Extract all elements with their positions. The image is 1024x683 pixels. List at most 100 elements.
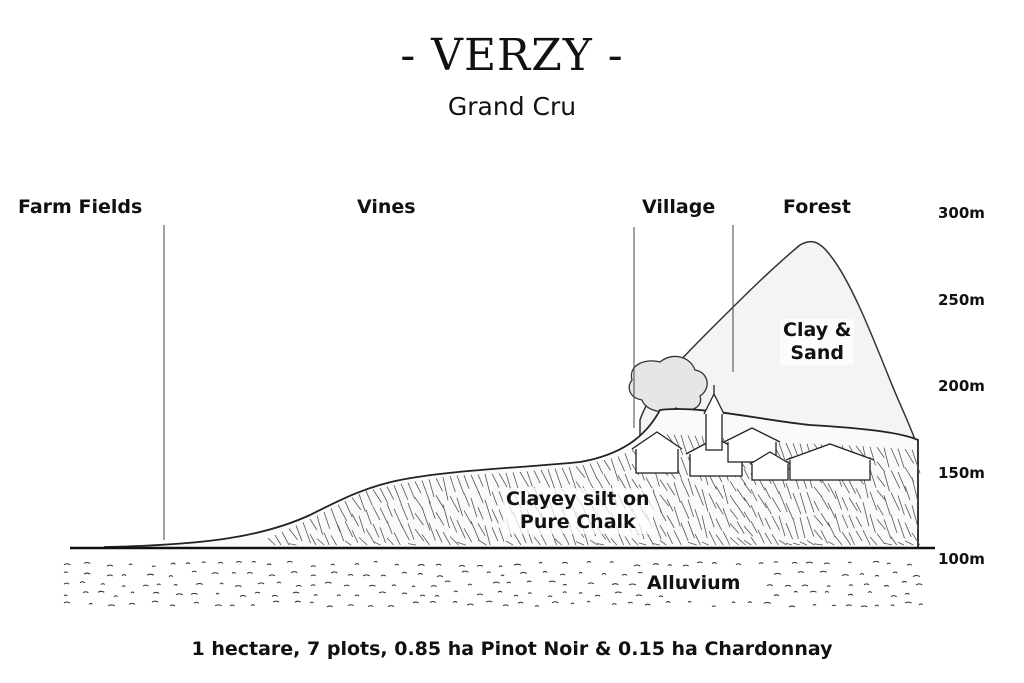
vine-row-stroke — [323, 532, 330, 546]
vine-row-stroke — [456, 519, 466, 539]
vine-row-stroke — [365, 490, 373, 506]
vine-row-stroke — [400, 483, 409, 501]
alluvium-speck — [452, 601, 458, 603]
vine-row-stroke — [841, 497, 849, 511]
vine-row-stroke — [750, 520, 758, 534]
alluvium-speck — [918, 603, 923, 606]
vine-row-stroke — [862, 502, 870, 527]
alluvium-speck — [378, 591, 386, 594]
vine-row-stroke — [449, 536, 459, 546]
vine-row-stroke — [463, 528, 473, 543]
vine-row-stroke — [596, 461, 604, 475]
vine-row-stroke — [890, 447, 900, 467]
alluvium-speck — [380, 574, 387, 577]
alluvium-speck — [534, 605, 540, 607]
alluvium-speck — [168, 575, 174, 578]
alluvium-speck — [872, 560, 880, 563]
alluvium-speck — [731, 601, 736, 604]
vine-row-stroke — [631, 538, 639, 546]
alluvium-speck — [434, 594, 440, 597]
alluvium-speck — [412, 601, 419, 604]
vine-row-stroke — [344, 501, 353, 518]
vine-row-stroke — [575, 541, 585, 546]
vine-row-stroke — [449, 495, 460, 513]
alluvium-speck — [867, 591, 873, 594]
vineyard-summary: 1 hectare, 7 plots, 0.85 ha Pinot Noir &… — [191, 638, 833, 660]
alluvium-speck — [130, 591, 135, 594]
vine-row-stroke — [477, 474, 484, 487]
alluvium-speck — [791, 561, 798, 564]
alluvium-speck — [517, 601, 524, 604]
vine-row-stroke — [512, 472, 519, 489]
vine-row-stroke — [785, 482, 792, 500]
vine-row-stroke — [379, 487, 389, 504]
vine-row-stroke — [421, 534, 430, 546]
vine-row-stroke — [673, 434, 684, 455]
vine-row-stroke — [820, 495, 830, 510]
zone-dividers — [163, 225, 734, 540]
alluvium-speck — [601, 572, 607, 575]
vine-row-stroke — [715, 485, 724, 499]
alluvium-speck — [652, 563, 659, 566]
alluvium-speck — [324, 581, 332, 584]
alluvium-speck — [128, 563, 133, 566]
vine-row-stroke — [848, 532, 855, 546]
vine-row-stroke — [785, 442, 794, 460]
vine-row-stroke — [316, 515, 324, 535]
alluvium-speck — [476, 593, 484, 596]
alluvium-speck — [239, 595, 247, 597]
alluvium-speck — [527, 592, 532, 595]
vine-row-stroke — [883, 447, 890, 468]
alluvium-speck — [860, 605, 868, 608]
page-title: - VERZY - — [400, 30, 624, 81]
vine-row-stroke — [533, 536, 541, 546]
alluvium-speck — [562, 591, 567, 594]
vine-row-stroke — [911, 477, 919, 502]
vine-row-stroke — [813, 543, 823, 546]
vine-row-stroke — [799, 517, 806, 539]
vine-row-stroke — [876, 504, 884, 516]
vine-row-stroke — [792, 517, 799, 540]
vine-row-stroke — [911, 449, 921, 474]
vine-row-stroke — [393, 532, 401, 546]
vine-row-stroke — [435, 478, 443, 492]
vine-row-stroke — [890, 470, 901, 489]
alluvium-speck — [310, 584, 316, 587]
vine-row-stroke — [652, 490, 663, 514]
alluvium-speck — [195, 582, 204, 585]
vine-row-stroke — [463, 510, 473, 525]
vine-row-stroke — [624, 536, 631, 546]
alluvium-speck — [502, 604, 509, 607]
vine-row-stroke — [491, 527, 499, 542]
vine-row-stroke — [477, 523, 486, 537]
alluvium-speck — [79, 581, 86, 584]
vine-row-stroke — [876, 490, 887, 502]
vine-row-stroke — [736, 488, 746, 502]
alluvium-speck — [547, 595, 553, 598]
vine-row-stroke — [701, 488, 709, 512]
vine-row-stroke — [484, 499, 493, 522]
vine-row-stroke — [365, 528, 376, 544]
vine-row-stroke — [421, 480, 431, 504]
alluvium-speck — [586, 600, 591, 603]
vine-row-stroke — [666, 482, 676, 496]
alluvium-speck — [82, 591, 89, 594]
page-subtitle: Grand Cru — [447, 92, 577, 121]
alluvium-speck — [773, 594, 780, 597]
vine-row-stroke — [477, 490, 484, 504]
vine-row-stroke — [666, 499, 674, 512]
alluvium-speck — [292, 591, 300, 594]
vine-row-stroke — [715, 502, 724, 515]
vine-row-stroke — [729, 494, 738, 506]
vine-row-stroke — [827, 502, 836, 519]
alluvium-speck — [271, 594, 279, 597]
vine-row-stroke — [869, 536, 878, 546]
vine-row-stroke — [792, 493, 802, 515]
alluvium-speck — [417, 564, 425, 567]
alluvium-speck — [268, 574, 276, 577]
alluvium-speck — [845, 604, 852, 607]
vine-row-stroke — [743, 539, 752, 546]
vine-row-stroke — [407, 543, 417, 546]
alluvium-speck — [859, 573, 865, 575]
alluvium-speck — [500, 574, 505, 577]
